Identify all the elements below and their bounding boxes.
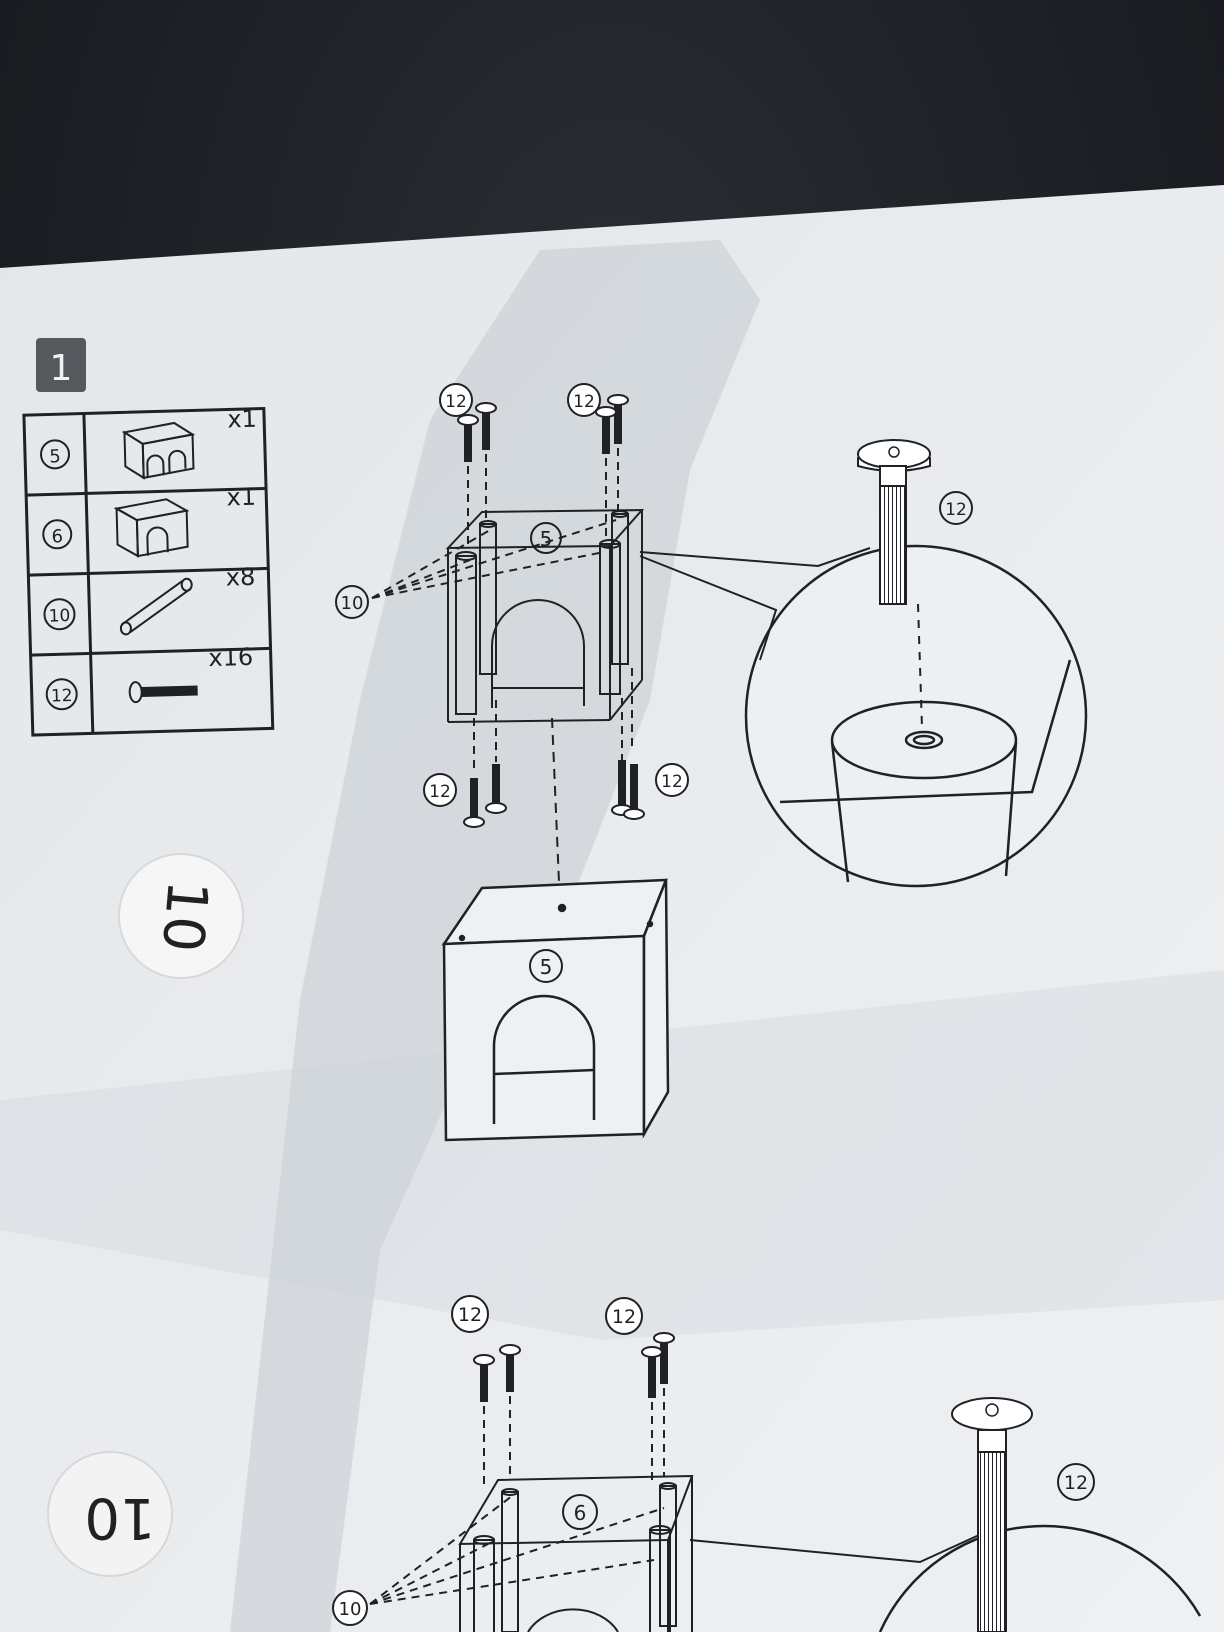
cube-callout-middle: 5: [529, 949, 563, 983]
bolts-top-left: 12: [439, 383, 497, 550]
part-quantity: x8: [225, 563, 255, 592]
part-quantity: x16: [208, 643, 254, 672]
tube-callout-lower: 10: [332, 1495, 665, 1626]
cube-one-arch-icon: [113, 498, 190, 558]
tube-icon: [119, 577, 193, 636]
cube-callout-upper: 5: [530, 522, 562, 554]
callout-label: 12: [1064, 1472, 1088, 1494]
callout-label: 12: [573, 392, 595, 412]
lower-bolts: 12 12: [451, 1295, 675, 1486]
page-number-sticker: 10: [118, 853, 244, 979]
callout-label: 12: [445, 392, 467, 412]
detail-magnifier-upper: 12: [639, 439, 1088, 888]
parts-table: 5 x1 6 x1 10: [22, 405, 275, 737]
part-id: 6: [51, 526, 63, 547]
callout-label: 5: [540, 955, 553, 979]
alignment-line: [551, 717, 561, 907]
solid-cube: [441, 878, 670, 1142]
callout-label: 5: [540, 527, 553, 551]
bolt-detail-icon: [951, 1397, 1033, 1632]
step-number: 1: [50, 348, 73, 389]
callout-label: 6: [574, 1501, 587, 1525]
callout-label: 10: [341, 593, 364, 614]
callout-label: 12: [429, 782, 451, 802]
callout-label: 10: [339, 1599, 362, 1620]
callout-label: 12: [945, 500, 967, 520]
parts-row: 5 x1: [40, 405, 257, 480]
bolt-detail-icon: [857, 439, 931, 605]
page-number: 10: [149, 878, 220, 955]
parts-row: 6 x1: [42, 483, 256, 558]
parts-row: 12 x16: [45, 643, 254, 711]
page-number-edge: 10: [84, 1485, 155, 1550]
bolts-bottom-left: 12: [423, 700, 507, 828]
shadow-lower: [0, 970, 1224, 1340]
callout-label: 12: [661, 772, 683, 792]
detail-magnifier-lower: 12: [878, 1397, 1202, 1632]
part-quantity: x1: [226, 483, 256, 512]
parts-row: 10 x8: [43, 563, 256, 636]
part-id: 12: [51, 686, 73, 707]
lower-assembly: [458, 1474, 991, 1632]
part-id: 10: [48, 606, 70, 627]
bolts-top-right: 12: [567, 383, 629, 540]
step-badge: 1: [36, 338, 86, 392]
page-number-sticker-edge: 10: [47, 1451, 173, 1577]
callout-label: 12: [612, 1306, 636, 1328]
cube-callout-lower: 6: [562, 1494, 598, 1530]
tube-callout-upper: 10: [335, 519, 617, 619]
cube-two-arch-icon: [121, 421, 196, 480]
callout-label: 12: [458, 1304, 482, 1326]
part-id: 5: [49, 446, 61, 467]
bolt-icon: [128, 681, 198, 704]
bolts-bottom-right: 12: [611, 668, 689, 820]
part-quantity: x1: [227, 405, 257, 434]
